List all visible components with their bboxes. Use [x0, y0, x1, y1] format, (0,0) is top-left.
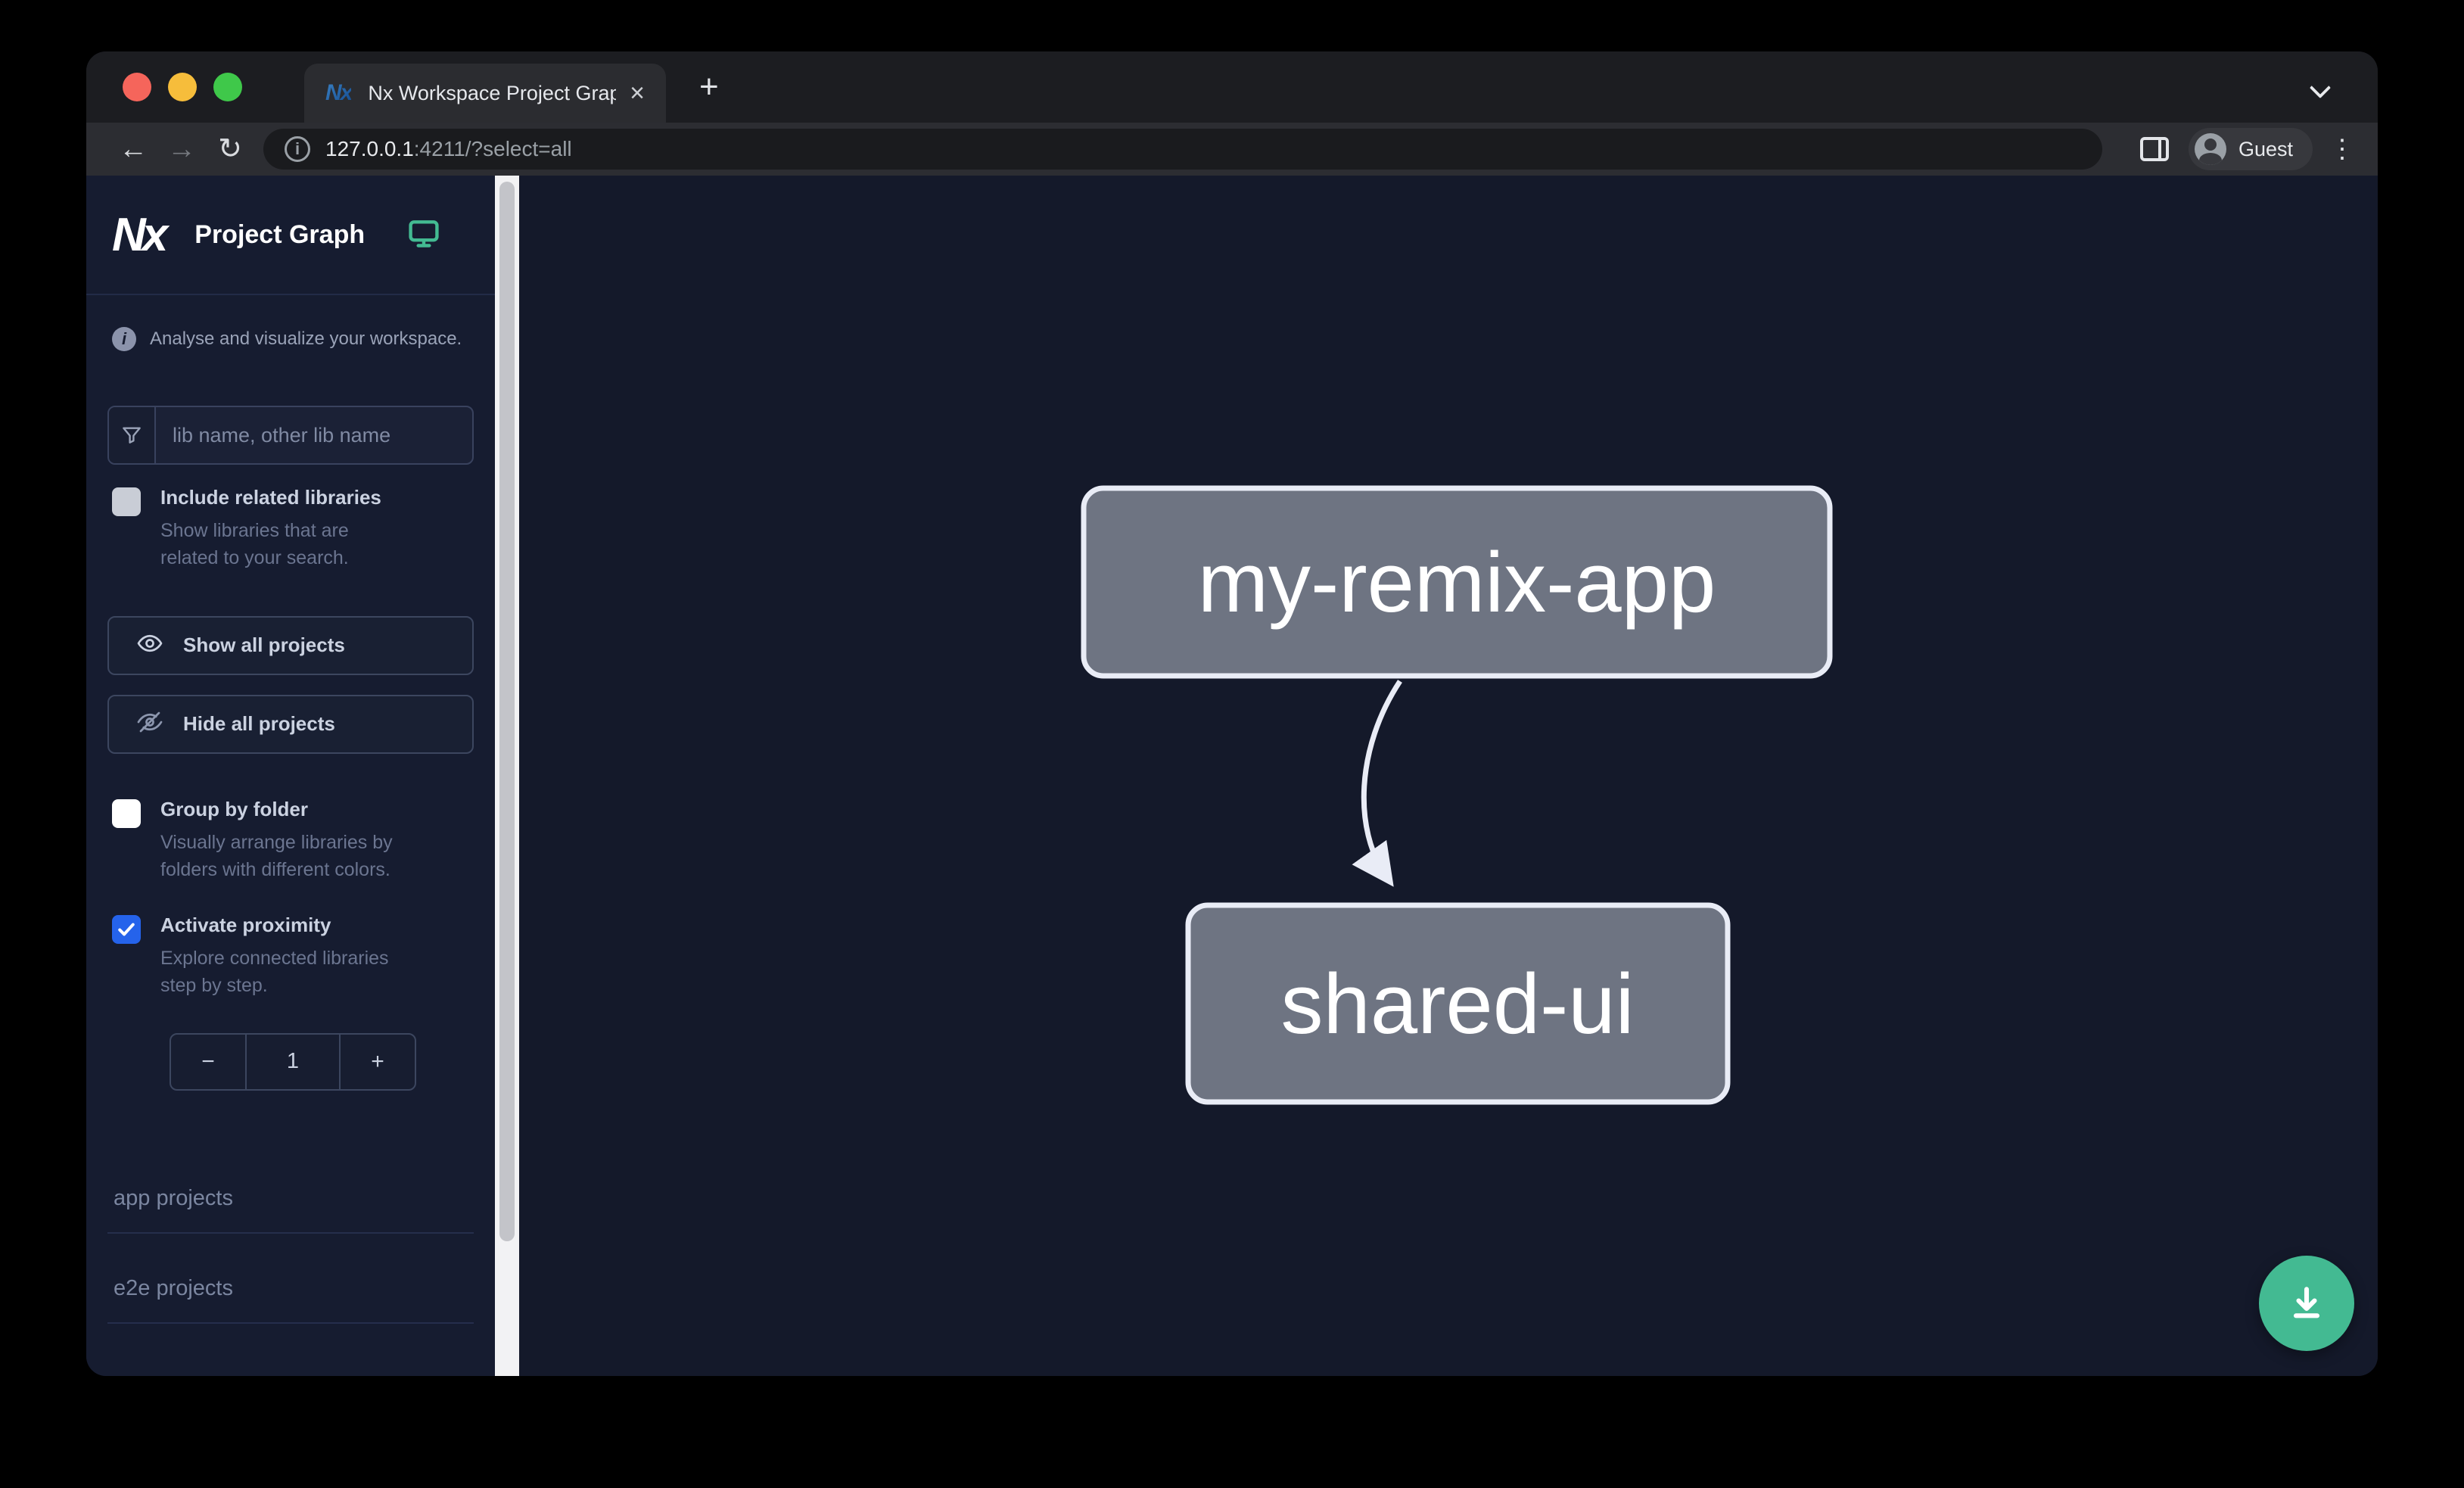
browser-window: Nx Nx Workspace Project Graph × + ← → ↻ … [86, 51, 2378, 1376]
sidebar-scrollbar[interactable] [495, 176, 519, 1376]
proximity-stepper: − 1 + [170, 1032, 416, 1091]
sidebar-header: Nx Project Graph [86, 176, 495, 295]
side-panel-icon[interactable] [2139, 137, 2169, 161]
reload-button[interactable]: ↻ [218, 133, 242, 165]
filter-icon [109, 407, 156, 463]
browser-menu-icon[interactable]: ⋮ [2329, 134, 2355, 163]
show-all-projects-button[interactable]: Show all projects [107, 615, 474, 675]
download-graph-button[interactable] [2259, 1256, 2354, 1351]
checkbox-include-related[interactable] [112, 487, 141, 516]
close-window-button[interactable] [123, 73, 151, 101]
project-actions: Show all projects Hide all projects [86, 615, 495, 754]
tagline-text: Analyse and visualize your workspace. [150, 328, 462, 349]
option-description: Visually arrange libraries by folders wi… [160, 831, 393, 880]
avatar [2194, 133, 2226, 165]
button-label: Show all projects [183, 633, 345, 656]
option-include-related[interactable]: Include related libraries Show libraries… [86, 486, 495, 572]
url-path: :4211/?select=all [413, 137, 572, 160]
minimize-window-button[interactable] [168, 73, 197, 101]
browser-toolbar: ← → ↻ i 127.0.0.1 :4211/?select=all Gues… [86, 123, 2378, 176]
checkbox-group-by-folder[interactable] [112, 798, 141, 828]
url-host: 127.0.0.1 [325, 137, 414, 160]
new-tab-button[interactable]: + [699, 68, 719, 105]
site-info-icon[interactable]: i [285, 136, 310, 162]
project-graph-svg: my-remix-app shared-ui [1081, 485, 1833, 1105]
section-app-projects[interactable]: app projects [107, 1186, 474, 1234]
hide-all-projects-button[interactable]: Hide all projects [107, 694, 474, 754]
page-content: Nx Project Graph i Analyse and visualize… [86, 176, 2378, 1376]
proximity-value: 1 [286, 1049, 300, 1073]
section-e2e-projects[interactable]: e2e projects [107, 1276, 474, 1324]
fullscreen-window-button[interactable] [213, 73, 242, 101]
scrollbar-thumb[interactable] [499, 182, 515, 1241]
close-tab-icon[interactable]: × [630, 79, 645, 107]
option-label: Include related libraries [160, 486, 381, 509]
address-bar[interactable]: i 127.0.0.1 :4211/?select=all [263, 129, 2102, 170]
option-activate-proximity[interactable]: Activate proximity Explore connected lib… [86, 914, 495, 1000]
back-button[interactable]: ← [119, 133, 148, 165]
monitor-icon[interactable] [407, 216, 440, 254]
option-description: Explore connected libraries step by step… [160, 948, 389, 997]
option-label: Group by folder [160, 797, 308, 820]
increment-button[interactable]: + [339, 1034, 415, 1089]
option-group-by-folder[interactable]: Group by folder Visually arrange librari… [86, 798, 495, 884]
profile-label: Guest [2238, 137, 2293, 160]
graph-node-shared-ui[interactable]: shared-ui [1185, 902, 1731, 1105]
node-label: shared-ui [1281, 957, 1635, 1051]
nx-favicon-icon: Nx [325, 80, 353, 105]
option-label: Activate proximity [160, 914, 331, 936]
tab-title: Nx Workspace Project Graph [368, 81, 617, 104]
decrement-button[interactable]: − [171, 1034, 247, 1089]
graph-node-my-remix-app[interactable]: my-remix-app [1081, 485, 1833, 679]
profile-button[interactable]: Guest [2188, 128, 2313, 170]
tab-search-chevron-icon[interactable] [2311, 77, 2331, 97]
check-icon [118, 923, 135, 936]
eye-icon [136, 630, 163, 661]
edge-my-remix-app-to-shared-ui[interactable] [1352, 680, 1402, 887]
page-title: Project Graph [194, 219, 366, 249]
option-description: Show libraries that are related to your … [160, 520, 349, 569]
sidebar: Nx Project Graph i Analyse and visualize… [86, 176, 495, 1376]
info-icon: i [112, 327, 136, 351]
filter-input[interactable] [156, 407, 472, 463]
workspace-tagline: i Analyse and visualize your workspace. [86, 327, 495, 351]
browser-tab[interactable]: Nx Nx Workspace Project Graph × [304, 64, 666, 123]
nx-logo: Nx [112, 208, 168, 261]
forward-button[interactable]: → [167, 133, 196, 165]
graph-canvas[interactable]: my-remix-app shared-ui [519, 176, 2378, 1376]
traffic-lights [123, 73, 242, 101]
filter-box [107, 406, 474, 465]
download-icon [2293, 1287, 2320, 1318]
eye-off-icon [136, 708, 163, 739]
checkbox-activate-proximity[interactable] [112, 915, 141, 944]
button-label: Hide all projects [183, 712, 335, 735]
node-label: my-remix-app [1198, 535, 1716, 630]
tab-strip: Nx Nx Workspace Project Graph × + [86, 51, 2378, 123]
